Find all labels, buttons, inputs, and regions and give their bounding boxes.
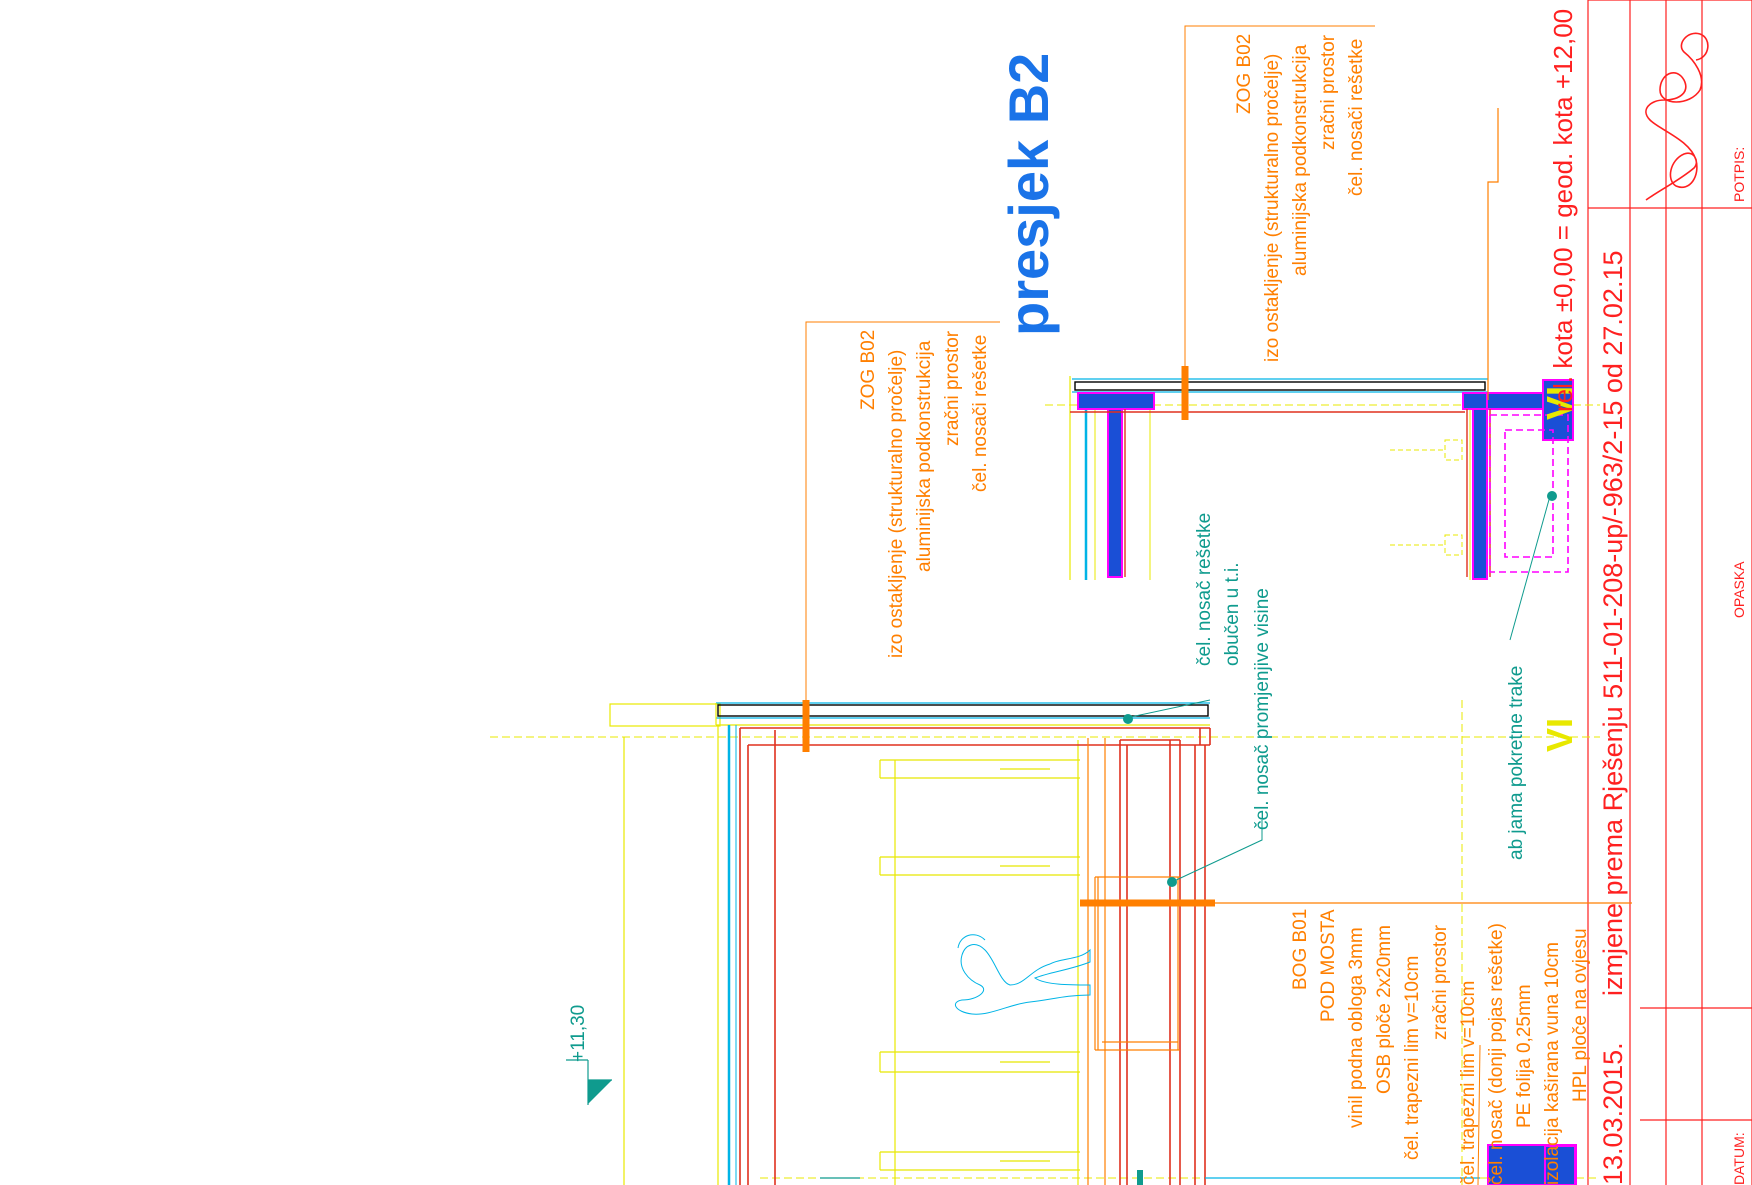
label-ab-jama: ab jama pokretne trake xyxy=(1506,666,1527,860)
upper-frame xyxy=(739,727,1211,1185)
section-title: presjek B2 xyxy=(997,53,1060,336)
bog-line-6: zračni prostor xyxy=(1430,924,1451,1040)
bog-line-9: PE folija 0,25mm xyxy=(1514,984,1535,1128)
section-mark-upper: VI xyxy=(1539,386,1580,420)
label-nosac-promjenjive: čel. nosač promjenjive visine xyxy=(1252,588,1273,830)
level-marker: +11,30 xyxy=(566,1005,612,1105)
lower-concrete xyxy=(1077,379,1577,1185)
kota-note: rel. kota ±0,00 = geod. kota +12,00 xyxy=(1548,9,1578,412)
zog-upper-line-5: čel. nosači rešetke xyxy=(970,335,991,492)
bog-line-2: POD MOSTA xyxy=(1318,909,1339,1022)
bog-line-7: čel. trapezni lim v=10cm xyxy=(1458,981,1479,1185)
label-nosac-resetke: čel. nosač rešetke obučen u t.i. xyxy=(1194,513,1243,666)
title-block-frame xyxy=(1587,0,1752,1185)
label-zog-upper: ZOG B02 izo ostakljenje (strukturalno pr… xyxy=(858,330,991,658)
level-label: +11,30 xyxy=(568,1005,589,1062)
header-opaska: OPASKA xyxy=(1731,561,1747,618)
bog-line-11: HPL ploče na ovjesu xyxy=(1570,928,1591,1102)
bog-line-3: vinil podna obloga 3mm xyxy=(1346,927,1367,1128)
label-bog: BOG B01 POD MOSTA vinil podna obloga 3mm… xyxy=(1290,909,1591,1185)
zog-upper-line-3: aluminijska podkonstrukcija xyxy=(914,340,935,572)
header-potpis: POTPIS: xyxy=(1731,147,1747,202)
axis-lines xyxy=(490,404,1600,1185)
upper-glazing xyxy=(715,702,1210,1185)
conveyor-marks xyxy=(1390,439,1463,556)
bog-line-1: BOG B01 xyxy=(1290,909,1311,990)
header-datum: DATUM: xyxy=(1731,1132,1747,1185)
human-figure xyxy=(954,934,1091,1015)
revision-date: 13.03.2015. xyxy=(1598,1042,1628,1185)
bog-line-4: OSB ploče 2x20mm xyxy=(1374,925,1395,1094)
leader-dots xyxy=(1123,491,1557,887)
label-zog-lower: ZOG B02 izo ostakljenje (strukturalno pr… xyxy=(1234,34,1367,362)
nosac-resetke-line-1: čel. nosač rešetke xyxy=(1194,513,1215,666)
zog-lower-line-5: čel. nosači rešetke xyxy=(1346,39,1367,196)
beam-elements xyxy=(802,700,1632,1185)
zog-upper-line-1: ZOG B02 xyxy=(858,330,879,410)
facade-outline xyxy=(1181,108,1499,420)
zog-lower-line-3: aluminijska podkonstrukcija xyxy=(1290,44,1311,276)
zog-lower-line-4: zračni prostor xyxy=(1318,34,1339,150)
truss-structure xyxy=(609,703,1080,1185)
zog-upper-line-2: izo ostakljenje (strukturalno pročelje) xyxy=(886,350,907,658)
signature-mark xyxy=(1645,32,1709,201)
bog-line-8: čel. nosač (donji pojas rešetke) xyxy=(1486,923,1507,1185)
bog-line-5: čel. trapezni lim v=10cm xyxy=(1402,956,1423,1160)
revision-note: izmjene prema Rješenju 511-01-208-up/-96… xyxy=(1598,251,1628,996)
level-triangle-icon xyxy=(588,1080,612,1104)
bog-line-10: izolacija kaširana vuna 10cm xyxy=(1542,942,1563,1185)
nosac-resetke-line-2: obučen u t.i. xyxy=(1222,562,1243,666)
zog-lower-line-1: ZOG B02 xyxy=(1234,34,1255,114)
leader-lines xyxy=(805,25,1551,1185)
lower-frame xyxy=(1070,409,1491,577)
section-mark-lower: VI xyxy=(1539,718,1580,752)
zog-lower-line-2: izo ostakljenje (strukturalno pročelje) xyxy=(1262,54,1283,362)
zog-upper-line-4: zračni prostor xyxy=(942,330,963,446)
